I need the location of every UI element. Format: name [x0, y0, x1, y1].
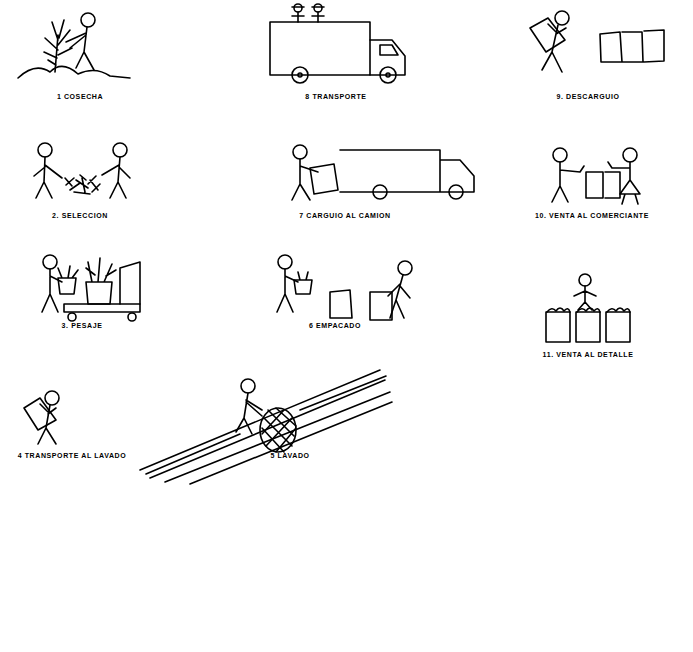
unloading-scene	[530, 11, 664, 72]
sketch-line	[380, 67, 396, 83]
sketch-line	[241, 379, 255, 393]
sketch-line	[66, 27, 94, 70]
sketch-line	[555, 11, 569, 25]
washing-scene	[140, 370, 392, 484]
sketch-line	[64, 304, 140, 312]
sketch-line	[140, 370, 392, 484]
retail-sale-scene	[546, 274, 630, 342]
sketch-line	[86, 258, 116, 304]
step-caption: 9. DESCARGUIO	[556, 93, 619, 100]
sketch-line	[102, 157, 130, 198]
step-caption: 4 TRANSPORTE AL LAVADO	[18, 452, 127, 459]
sketch-line	[298, 73, 302, 77]
sketch-line	[65, 175, 100, 194]
step-caption: 8 TRANSPORTE	[305, 93, 366, 100]
sketch-line	[542, 24, 566, 72]
sketch-line	[386, 73, 390, 77]
sketch-line	[294, 272, 312, 294]
sketch-line	[43, 255, 57, 269]
weighing-scene	[42, 255, 140, 321]
sketch-line	[44, 20, 72, 72]
step-caption: 1 COSECHA	[57, 93, 103, 100]
sketch-line	[58, 266, 78, 294]
sketch-line	[120, 262, 140, 304]
sketch-line	[330, 290, 352, 318]
sketch-line	[370, 40, 405, 75]
sketch-line	[128, 313, 136, 321]
step-caption: 5 LAVADO	[270, 452, 309, 459]
step-caption: 11. VENTA AL DETALLE	[543, 351, 634, 358]
sketch-line	[530, 18, 565, 52]
trader-sale-scene	[552, 148, 640, 204]
sketch-line	[623, 148, 637, 162]
sketch-line	[81, 13, 95, 27]
sketch-line	[34, 157, 62, 198]
sketch-line	[293, 145, 307, 159]
packing-scene	[277, 255, 412, 320]
sketch-line	[552, 162, 584, 202]
sketch-line	[278, 255, 292, 269]
sketch-line	[38, 143, 52, 157]
sketch-line	[270, 22, 370, 75]
sketch-line	[546, 312, 630, 342]
loading-scene	[292, 145, 474, 200]
sketch-line	[600, 30, 664, 62]
step-caption: 7 CARGUIO AL CAMION	[299, 212, 391, 219]
sketch-line	[24, 398, 56, 430]
carry-scene	[24, 391, 59, 444]
truck-scene	[270, 4, 405, 83]
step-caption: 6 EMPACADO	[309, 322, 361, 329]
sketch-line	[314, 4, 322, 12]
sketch-line	[388, 275, 410, 318]
sketch-line	[18, 66, 130, 78]
sketch-line	[292, 67, 308, 83]
sketch-line	[579, 274, 591, 286]
sketch-line	[574, 286, 596, 310]
sketch-line	[586, 172, 620, 198]
step-caption: 3. PESAJE	[62, 322, 103, 329]
harvest-scene	[18, 13, 130, 78]
sketch-line	[236, 393, 262, 434]
sketch-line	[547, 308, 630, 312]
sketch-line	[68, 313, 76, 321]
sketch-line	[292, 7, 304, 22]
sketch-line	[310, 164, 338, 194]
step-caption: 2. SELECCION	[52, 212, 108, 219]
sketch-line	[113, 143, 127, 157]
sketch-line	[449, 185, 463, 199]
sketch-line	[260, 408, 296, 452]
sketch-line	[294, 4, 302, 12]
sketch-line	[373, 185, 387, 199]
sketch-line	[398, 261, 412, 275]
sketch-line	[553, 148, 567, 162]
step-caption: 10. VENTA AL COMERCIANTE	[535, 212, 649, 219]
sketch-line	[262, 408, 296, 452]
sketch-line	[45, 391, 59, 405]
sketch-line	[312, 7, 324, 22]
selection-scene	[34, 143, 130, 198]
sketch-line	[38, 404, 56, 444]
